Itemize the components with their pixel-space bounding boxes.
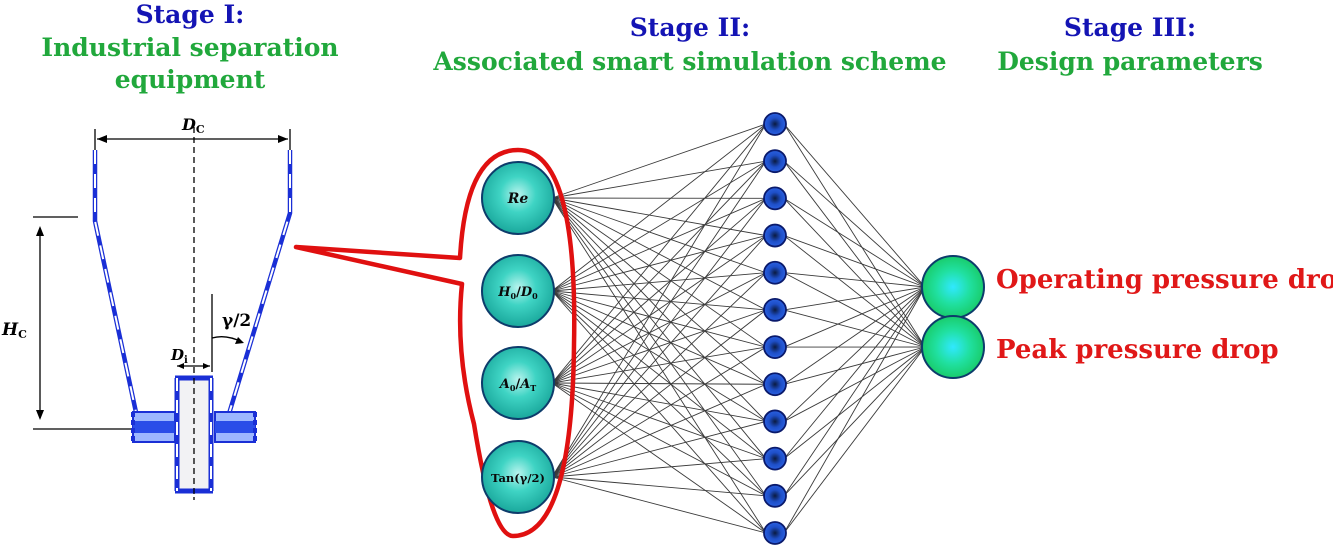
connection-hidden-output [783,346,926,497]
angle-label: γ/2 [222,311,251,331]
hidden-node [763,298,787,322]
connection-hidden-output [783,346,926,534]
separator-drawing: DC HC γ/2 Di [1,115,293,500]
connection-input-hidden [551,272,767,478]
connection-input-hidden [551,421,767,478]
hidden-node [763,223,787,248]
connection-input-hidden [551,123,767,199]
stage1-title: Stage I: [135,0,245,29]
connection-input-hidden [551,383,767,478]
hidden-node [763,186,787,211]
input-node: Re [481,161,555,235]
connection-hidden-output [783,286,926,497]
connection-input-hidden [551,272,767,384]
connection-hidden-output [783,346,926,422]
input-node: H0/D0 [481,254,555,328]
output-node [921,315,985,379]
connection-hidden-output [783,272,926,288]
stage1-subtitle-line2: equipment [114,65,266,94]
connection-input-hidden [551,123,767,292]
connection-input-hidden [551,123,767,384]
connection-input-hidden [551,382,767,422]
stage2-title: Stage II: [629,13,751,42]
connection-hidden-output [783,286,926,385]
hidden-node [763,372,787,397]
stage3-title: Stage III: [1063,13,1197,42]
connection-hidden-output [783,160,926,348]
connection-hidden-output [783,286,926,348]
connection-hidden-output [783,309,926,348]
connection-input-hidden [551,476,767,534]
connection-input-hidden [551,382,767,534]
connection-input-hidden [551,198,767,384]
stage1-subtitle-line1: Industrial separation [41,33,339,62]
connection-input-hidden [551,197,767,292]
connection-input-hidden [551,476,767,497]
hidden-node [763,112,787,136]
connection-input-hidden [551,458,767,478]
connection-input-hidden [551,382,767,497]
output-label-operating-pressure-drop: Operating pressure drop [996,265,1333,295]
input-node-label: A0/AT [498,377,537,393]
connection-hidden-output [783,235,926,288]
callout-outline [293,147,577,539]
connection-input-hidden [551,235,767,384]
connection-input-hidden [551,235,767,292]
hidden-node [763,521,787,545]
input-node-label: H0/D0 [497,285,538,301]
connection-input-hidden [551,235,767,478]
connection-hidden-output [783,286,926,311]
hidden-node [763,335,787,359]
di-label: Di [170,346,188,366]
connection-hidden-output [783,235,926,348]
connection-input-hidden [551,198,767,478]
connection-input-hidden [551,346,767,384]
hidden-node [763,483,787,508]
connection-hidden-output [783,160,926,288]
hidden-node [763,446,787,471]
hc-label: HC [1,320,27,341]
output-label-peak-pressure-drop: Peak pressure drop [996,335,1279,365]
connection-hidden-output [783,346,926,459]
connection-input-hidden [551,346,767,478]
connection-hidden-output [783,286,926,459]
central-tube [175,378,213,491]
connection-hidden-output [783,286,926,534]
connection-input-hidden [551,123,767,478]
network-connections [551,123,926,534]
stage2-subtitle: Associated smart simulation scheme [433,47,947,76]
input-node-label: Re [507,191,529,207]
input-node: Tan(γ/2) [481,440,555,514]
connection-hidden-output [783,286,926,422]
connection-input-hidden [551,382,767,385]
connection-hidden-output [783,197,926,288]
connection-input-hidden [551,382,767,460]
connection-input-hidden [551,160,767,199]
connection-input-hidden [551,160,767,384]
connection-input-hidden [551,309,767,478]
connection-input-hidden [551,197,767,236]
hidden-node [763,149,787,174]
hidden-node [763,409,787,434]
connection-input-hidden [551,160,767,478]
dc-label: DC [181,115,205,136]
connection-input-hidden [551,272,767,292]
output-node [921,255,985,319]
inlet-pipes [131,411,257,443]
connection-input-hidden [551,309,767,384]
input-node-label: Tan(γ/2) [491,471,545,485]
stage3-subtitle: Design parameters [997,47,1263,76]
connection-hidden-output [783,272,926,348]
hidden-node [763,260,787,285]
connection-hidden-output [783,123,926,288]
input-node: A0/AT [481,346,555,420]
connection-hidden-output [783,123,926,348]
connection-hidden-output [783,346,926,385]
